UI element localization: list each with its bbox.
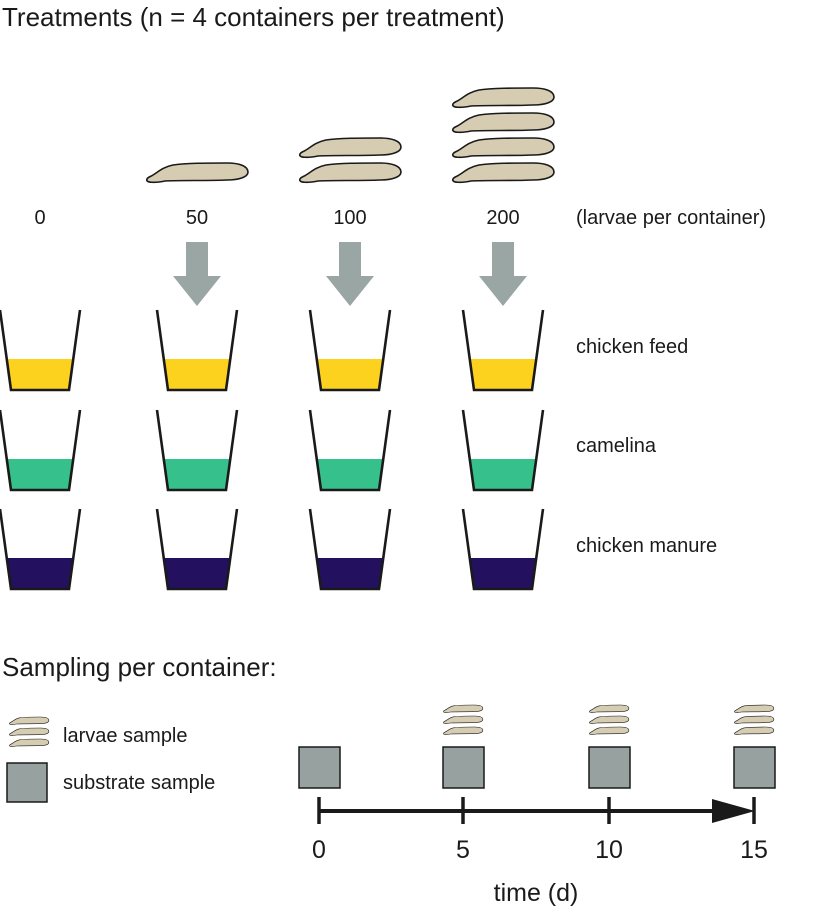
timepoint-day-5: 5 — [442, 704, 485, 864]
substrate-sample-icon — [442, 746, 485, 789]
container-chicken-manure-0 — [0, 508, 82, 591]
larvae-icon-groups — [145, 87, 555, 184]
unit-label: (larvae per container) — [576, 207, 766, 229]
container-outline — [461, 508, 545, 591]
substrate-fill — [163, 459, 231, 490]
down-arrow-icon — [173, 242, 221, 306]
timepoint-day-10: 10 — [588, 704, 631, 864]
container-outline — [0, 309, 82, 392]
timeline-points: 0 5 10 15 — [298, 704, 776, 864]
timeline-tick-label-10: 10 — [595, 836, 623, 864]
substrate-sample-icon — [733, 746, 776, 789]
larva-icon — [145, 162, 249, 184]
container-outline — [0, 508, 82, 591]
container-outline — [308, 508, 392, 591]
container-chicken-feed-50 — [155, 309, 239, 392]
larva-icon — [451, 162, 555, 184]
larvae-stack-50 — [145, 162, 249, 184]
substrate-fill — [6, 359, 74, 390]
count-label-100: 100 — [333, 207, 366, 229]
substrate-fill — [6, 558, 74, 589]
container-outline — [308, 409, 392, 492]
count-label-200: 200 — [486, 207, 519, 229]
larvae-sample-icon — [589, 704, 630, 735]
container-camelina-200 — [461, 409, 545, 492]
sampling-legend: larvae sample substrate sample — [6, 716, 215, 803]
down-arrow-icon — [479, 242, 527, 306]
larva-icon — [298, 162, 402, 184]
timeline-tick-label-0: 0 — [312, 836, 326, 864]
container-outline — [155, 508, 239, 591]
addition-arrows — [173, 242, 527, 306]
container-chicken-feed-100 — [308, 309, 392, 392]
container-outline — [308, 309, 392, 392]
timepoint-day-0: 0 — [298, 746, 341, 864]
substrate-fill — [316, 359, 384, 390]
container-outline — [0, 409, 82, 492]
larvae-stack-200 — [451, 87, 555, 184]
substrate-sample-icon — [298, 746, 341, 789]
container-chicken-feed-0 — [0, 309, 82, 392]
substrate-fill — [316, 459, 384, 490]
timeline-arrowhead — [712, 799, 755, 823]
larva-icon — [451, 112, 555, 134]
larva-icon — [451, 137, 555, 159]
substrate-fill — [6, 459, 74, 490]
timeline-tick-label-15: 15 — [740, 836, 768, 864]
larvae-sample-icon — [734, 704, 775, 735]
larva-icon — [451, 87, 555, 109]
substrate-sample-icon — [588, 746, 631, 789]
container-camelina-50 — [155, 409, 239, 492]
substrate-label-camelina: camelina — [576, 435, 657, 457]
substrate-label-chicken-feed: chicken feed — [576, 336, 688, 358]
larvae-count-labels: 0 50 100 200 — [34, 207, 519, 229]
substrate-fill — [163, 558, 231, 589]
substrate-fill — [316, 558, 384, 589]
larvae-sample-legend-label: larvae sample — [63, 725, 188, 747]
container-outline — [461, 309, 545, 392]
container-chicken-manure-200 — [461, 508, 545, 591]
down-arrow-icon — [326, 242, 374, 306]
substrate-sample-legend-label: substrate sample — [63, 772, 215, 794]
substrate-fill — [469, 459, 537, 490]
larvae-stack-100 — [298, 137, 402, 184]
count-label-50: 50 — [186, 207, 208, 229]
treatments-title: Treatments (n = 4 containers per treatme… — [2, 2, 505, 32]
substrate-sample-legend-icon — [6, 762, 48, 803]
sampling-timeline: 0 5 10 15 time (d) — [298, 704, 776, 907]
timeline-axis-label: time (d) — [494, 879, 579, 907]
container-camelina-0 — [0, 409, 82, 492]
container-grid — [0, 309, 545, 591]
container-outline — [155, 409, 239, 492]
container-outline — [461, 409, 545, 492]
larva-icon — [298, 137, 402, 159]
substrate-fill — [469, 359, 537, 390]
container-chicken-feed-200 — [461, 309, 545, 392]
substrate-fill — [163, 359, 231, 390]
container-chicken-manure-100 — [308, 508, 392, 591]
timeline-tick-label-5: 5 — [456, 836, 470, 864]
count-label-0: 0 — [34, 207, 45, 229]
larvae-sample-legend-icon — [9, 716, 50, 747]
container-camelina-100 — [308, 409, 392, 492]
substrate-label-chicken-manure: chicken manure — [576, 535, 717, 557]
container-chicken-manure-50 — [155, 508, 239, 591]
larvae-sample-icon — [443, 704, 484, 735]
timepoint-day-15: 15 — [733, 704, 776, 864]
container-outline — [155, 309, 239, 392]
sampling-title: Sampling per container: — [2, 652, 277, 682]
substrate-fill — [469, 558, 537, 589]
